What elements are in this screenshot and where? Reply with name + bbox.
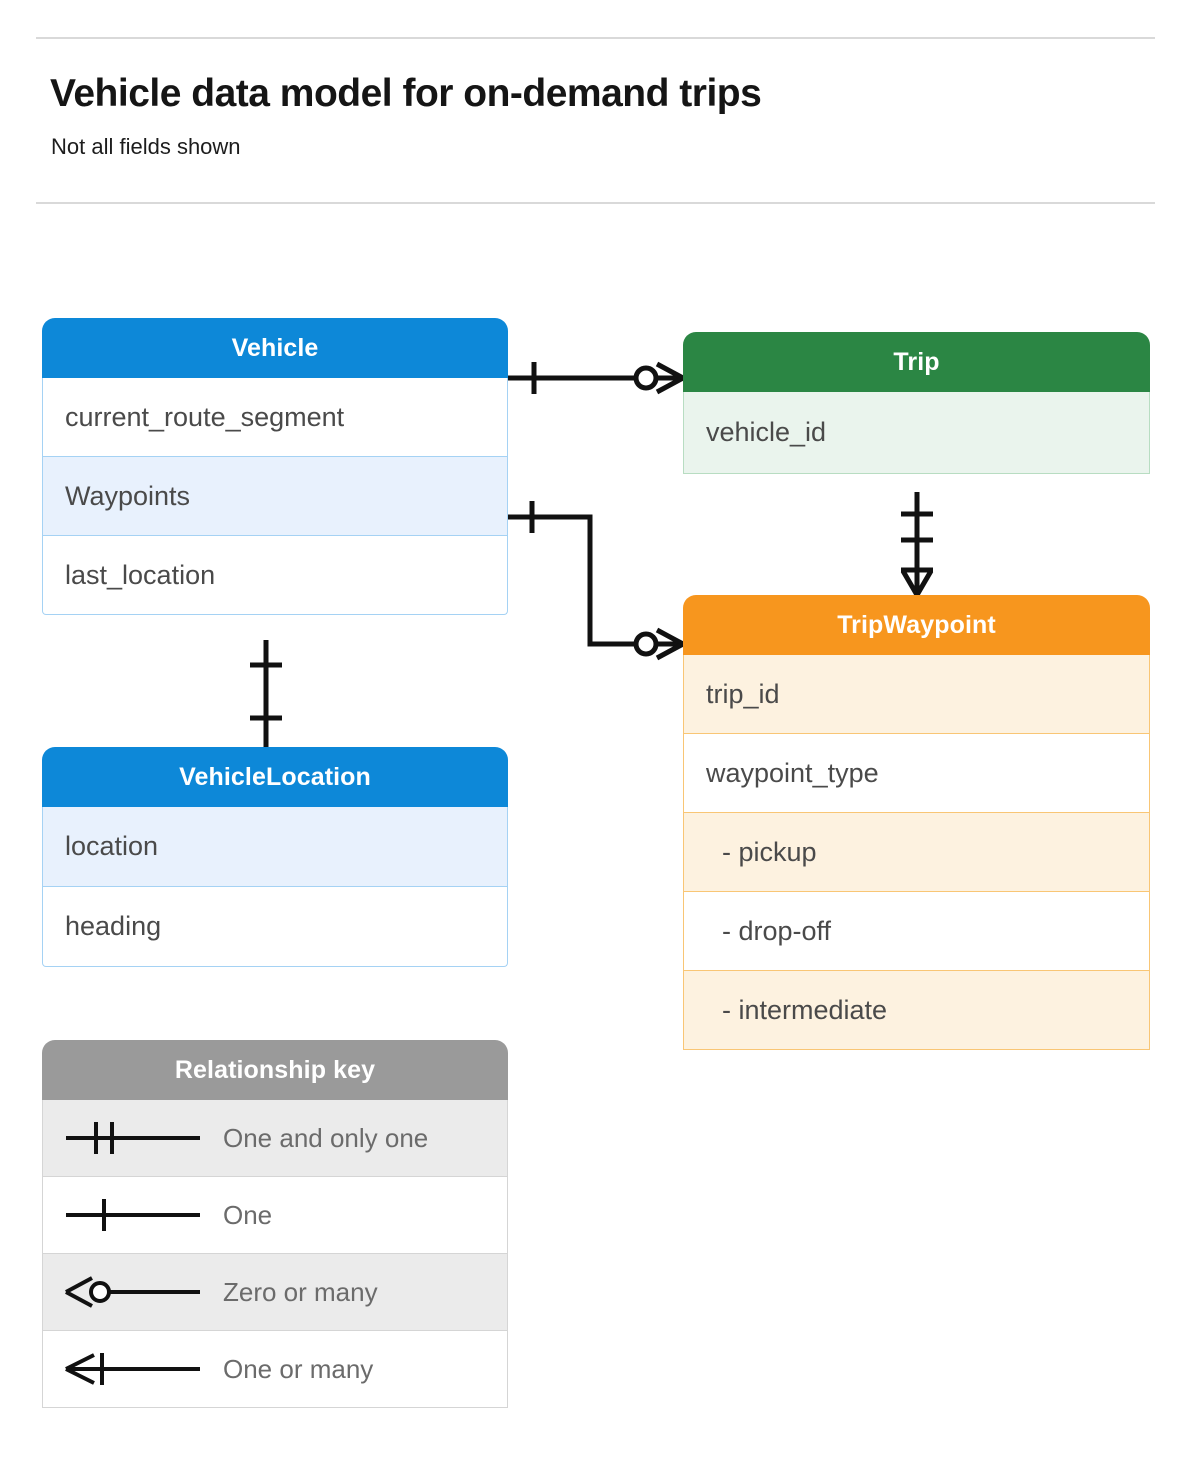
legend-item-zero-or-many[interactable]: Zero or many — [42, 1254, 508, 1331]
relationship-key-title: Relationship key — [42, 1040, 508, 1100]
one-or-many-icon — [43, 1347, 223, 1391]
entity-vehicle-location[interactable]: VehicleLocation location heading — [42, 747, 508, 967]
connector-vehicle-vehiclelocation — [250, 640, 282, 747]
legend-item-one[interactable]: One — [42, 1177, 508, 1254]
legend-item-label: One and only one — [223, 1122, 429, 1153]
entity-trip-waypoint[interactable]: TripWaypoint trip_id waypoint_type - pic… — [683, 595, 1150, 1050]
entity-trip-fields: vehicle_id — [683, 392, 1150, 474]
field-row-enum[interactable]: - pickup — [683, 813, 1150, 892]
entity-trip[interactable]: Trip vehicle_id — [683, 332, 1150, 474]
legend-item-one-and-only-one[interactable]: One and only one — [42, 1100, 508, 1177]
header-divider-bottom — [36, 202, 1155, 204]
field-row-enum[interactable]: - intermediate — [683, 971, 1150, 1050]
connector-vehicle-trip — [505, 361, 685, 395]
field-row[interactable]: last_location — [42, 536, 508, 615]
connector-waypoints-tripwaypoint — [505, 501, 685, 661]
legend-item-label: One — [223, 1199, 273, 1230]
field-row[interactable]: Waypoints — [42, 457, 508, 536]
field-row-enum[interactable]: - drop-off — [683, 892, 1150, 971]
page-subtitle: Not all fields shown — [51, 134, 241, 159]
entity-vehicle-fields: current_route_segment Waypoints last_loc… — [42, 378, 508, 615]
page-title: Vehicle data model for on-demand trips — [50, 72, 762, 115]
legend-item-label: Zero or many — [223, 1276, 378, 1307]
header-divider-top — [36, 37, 1155, 39]
field-row[interactable]: heading — [42, 887, 508, 967]
entity-vehicle-location-fields: location heading — [42, 807, 508, 967]
entity-vehicle[interactable]: Vehicle current_route_segment Waypoints … — [42, 318, 508, 615]
entity-trip-waypoint-title: TripWaypoint — [683, 595, 1150, 655]
entity-vehicle-title: Vehicle — [42, 318, 508, 378]
entity-trip-waypoint-fields: trip_id waypoint_type - pickup - drop-of… — [683, 655, 1150, 1050]
one-and-only-one-icon — [43, 1116, 223, 1160]
field-row[interactable]: location — [42, 807, 508, 887]
field-row[interactable]: current_route_segment — [42, 378, 508, 457]
field-row[interactable]: vehicle_id — [683, 392, 1150, 474]
legend-item-one-or-many[interactable]: One or many — [42, 1331, 508, 1408]
field-row[interactable]: trip_id — [683, 655, 1150, 734]
relationship-key-legend[interactable]: Relationship key One and only one One — [42, 1040, 508, 1408]
zero-or-many-icon — [43, 1270, 223, 1314]
connector-trip-tripwaypoint — [900, 492, 934, 597]
entity-trip-title: Trip — [683, 332, 1150, 392]
field-row[interactable]: waypoint_type — [683, 734, 1150, 813]
legend-item-label: One or many — [223, 1353, 374, 1384]
one-icon — [43, 1193, 223, 1237]
entity-vehicle-location-title: VehicleLocation — [42, 747, 508, 807]
